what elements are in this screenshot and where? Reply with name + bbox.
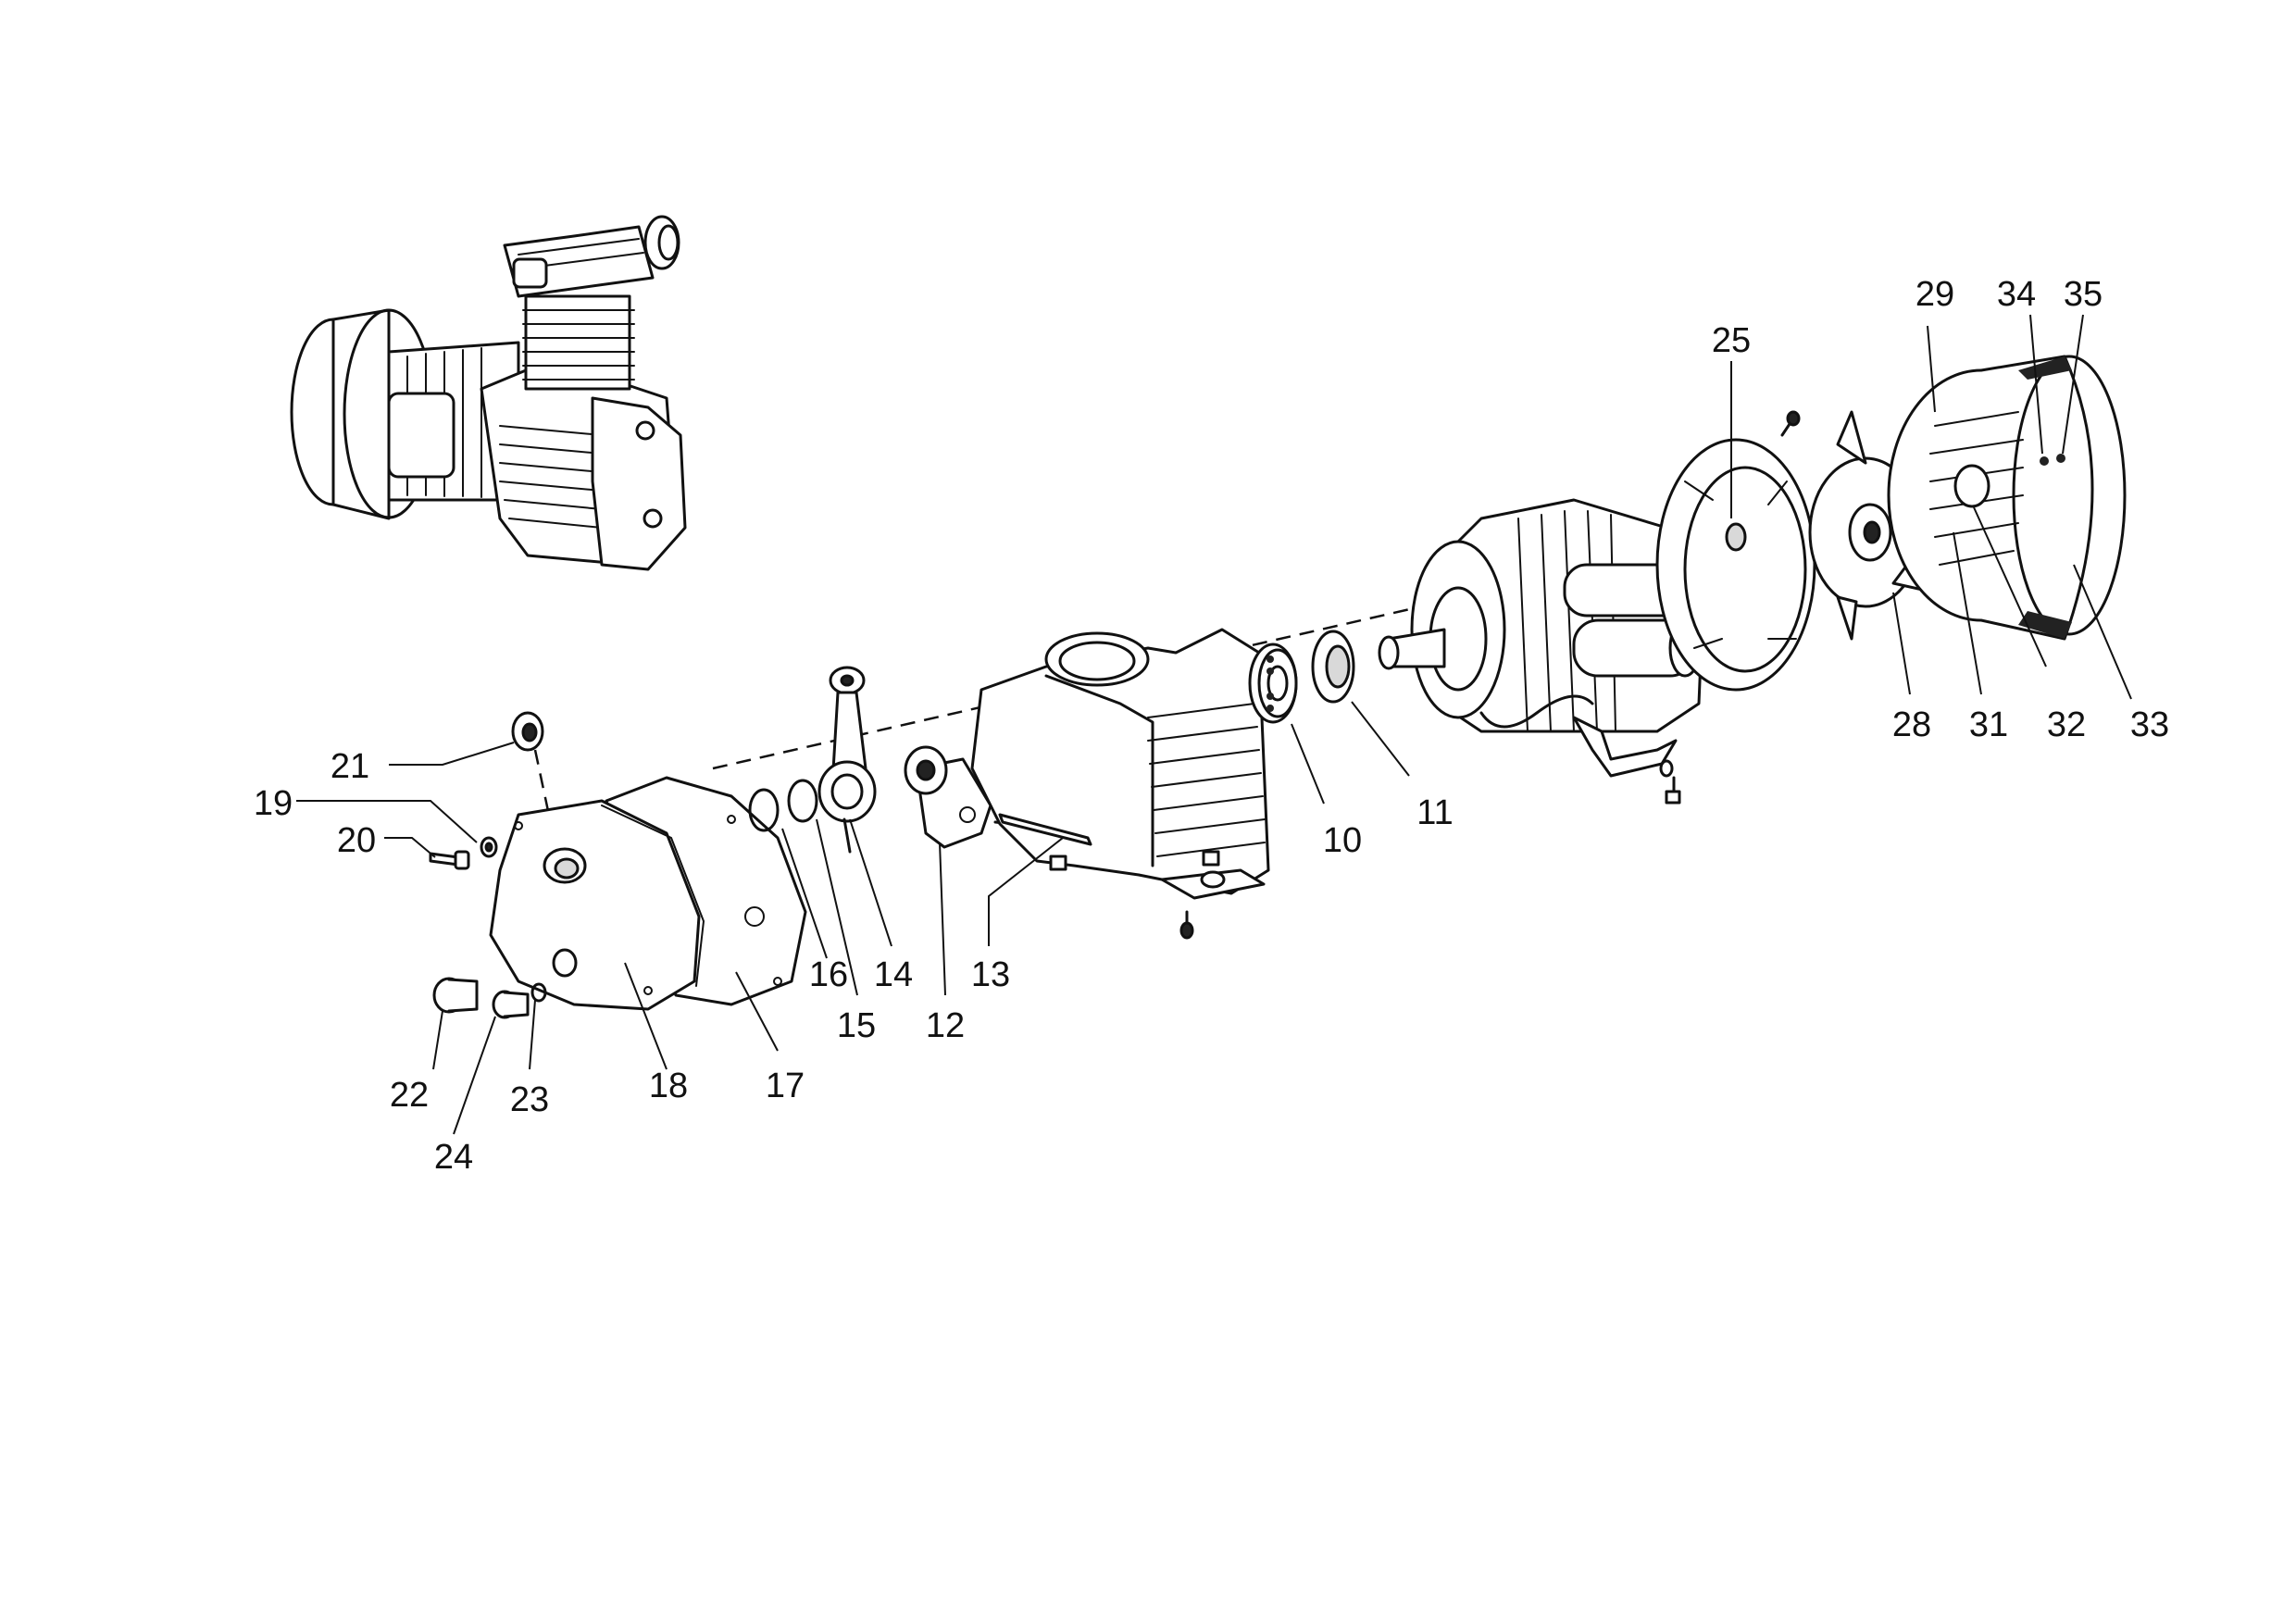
part-24-drain-plug bbox=[492, 990, 530, 1019]
callout-31: 31 bbox=[1969, 705, 2008, 744]
callout-15: 15 bbox=[837, 1006, 876, 1045]
motor-housing bbox=[1378, 498, 1705, 733]
callout-20: 20 bbox=[337, 821, 376, 860]
part-14-connecting-rod bbox=[817, 666, 877, 854]
part-13-crankcase bbox=[970, 628, 1270, 895]
part-22-plug bbox=[432, 977, 479, 1014]
part-15-ring bbox=[787, 779, 818, 823]
assembled-compressor-illustration bbox=[290, 215, 687, 571]
callout-21: 21 bbox=[331, 747, 369, 786]
part-21-oil-cap bbox=[511, 711, 553, 825]
part-23-seal-ring bbox=[530, 982, 547, 1003]
callout-32: 32 bbox=[2047, 705, 2086, 744]
callout-24: 24 bbox=[434, 1138, 473, 1177]
part-20-screw bbox=[429, 850, 470, 870]
motor-bracket bbox=[1572, 716, 1681, 805]
callout-labels: 10 11 12 13 14 15 16 17 18 19 20 21 22 2… bbox=[254, 275, 2169, 1177]
callout-29: 29 bbox=[1915, 275, 1954, 314]
callout-22: 22 bbox=[390, 1076, 429, 1115]
callout-16: 16 bbox=[809, 955, 848, 994]
callout-28: 28 bbox=[1892, 705, 1931, 744]
callout-25: 25 bbox=[1712, 321, 1751, 360]
part-11-seal bbox=[1311, 630, 1355, 704]
part-10-bearing bbox=[1248, 643, 1298, 724]
part-19-washer bbox=[480, 836, 498, 858]
leader-lines bbox=[296, 314, 2132, 1135]
crankcase-foot bbox=[1160, 868, 1266, 940]
callout-11: 11 bbox=[1416, 793, 1453, 832]
callout-18: 18 bbox=[649, 1067, 688, 1105]
callout-33: 33 bbox=[2130, 705, 2169, 744]
callout-10: 10 bbox=[1323, 821, 1362, 860]
callout-14: 14 bbox=[874, 955, 913, 994]
part-18-end-cover bbox=[489, 799, 705, 1011]
part-25-end-shield bbox=[1655, 410, 1816, 692]
part-16-ring bbox=[748, 788, 780, 832]
part-33-fan-cover bbox=[1887, 355, 2127, 641]
callout-35: 35 bbox=[2064, 275, 2103, 314]
callout-34: 34 bbox=[1997, 275, 2036, 314]
callout-19: 19 bbox=[254, 784, 293, 823]
callout-12: 12 bbox=[926, 1006, 965, 1045]
callout-23: 23 bbox=[510, 1080, 549, 1119]
callout-13: 13 bbox=[971, 955, 1010, 994]
callout-17: 17 bbox=[766, 1067, 805, 1105]
